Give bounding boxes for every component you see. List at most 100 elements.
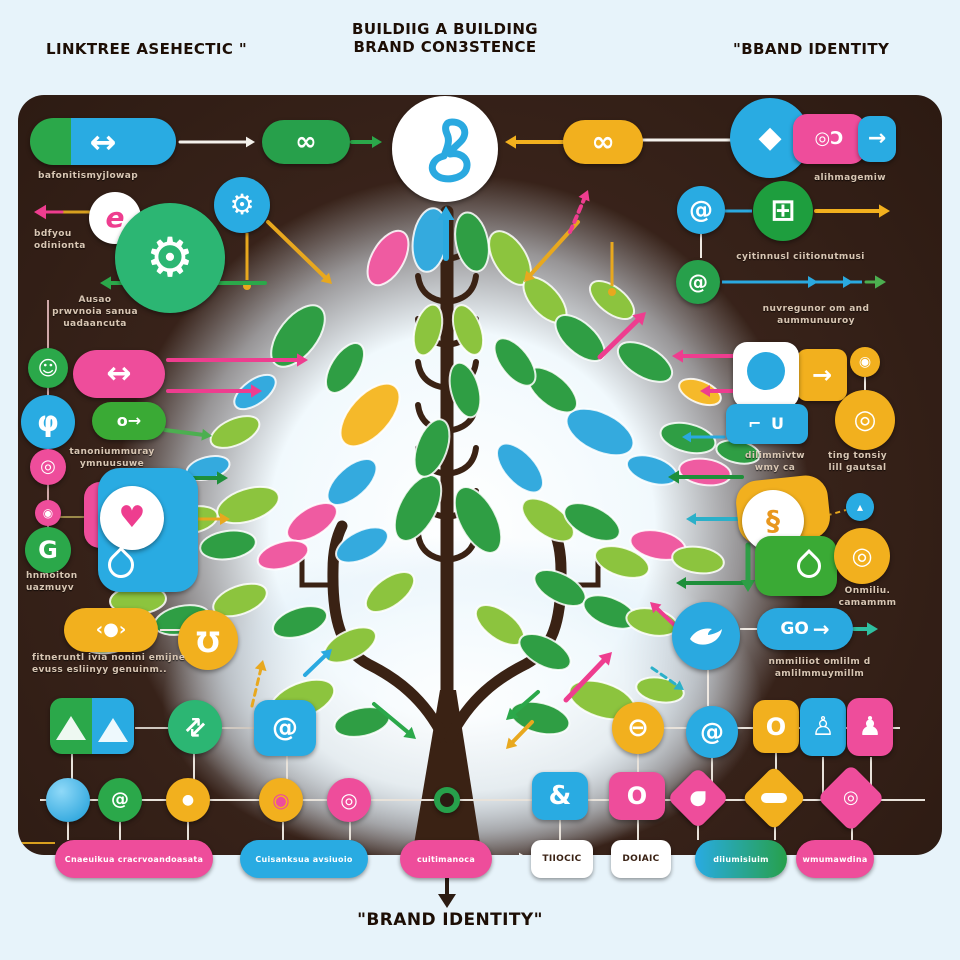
spiral-circle-green: @ (676, 260, 720, 304)
link-icon: ∞ (295, 127, 317, 157)
phi-circle: φ (21, 395, 75, 449)
corner-card-blue: ⌐ U (726, 404, 808, 444)
person-icon: ♟ (858, 712, 882, 742)
swirl-circle-yellow: ◉ (259, 778, 303, 822)
flame-icon (690, 790, 706, 806)
person-icon: ♙ (811, 712, 835, 742)
label-mid-right-2: ting tonsiy lill gautsal (805, 450, 910, 474)
dot-ring-icon: ◉ (42, 506, 54, 520)
label-mid-right-3b: camammm (838, 598, 897, 609)
dot-ring-icon: ◉ (272, 788, 290, 812)
label-top-left-2a: bdfyou (34, 229, 72, 239)
ring-circle-yellow: ◎ (835, 390, 895, 450)
dot-ring-icon: ◉ (858, 354, 872, 370)
diag-arrows-circle: ⇄ (168, 700, 222, 754)
label-bottom-left-1b: evuss esliinyy genuinm.. (32, 665, 167, 676)
go-pill: GO → (757, 608, 853, 650)
spiral-square-blue: @ (254, 700, 316, 756)
dot-ring-circle-pink: ◉ (35, 500, 61, 526)
go-label: GO (780, 618, 809, 639)
label-top-left-3b: prwvnoia sanua (52, 307, 138, 318)
person-square-blue: ♙ (800, 698, 846, 756)
label-mid-left-1a: tanoniummuray (69, 447, 155, 457)
label-mid-right-3a: Onmiliu. (844, 586, 891, 596)
title-bottom: "BRAND IDENTITY" (357, 910, 543, 930)
long-arrow-icon: → (812, 617, 830, 641)
label-mid-left-2a: hnmoiton (26, 571, 78, 581)
title-center-line2: BRAND CON3STENCE (353, 38, 537, 56)
share-icon: § (766, 504, 780, 537)
label-top-right-2: cyitinnusl ciitionutmusi (736, 252, 865, 262)
ribbon-icon: Ω (196, 624, 220, 657)
diamond-icon: ◆ (758, 120, 782, 155)
label-mid-right-2a: ting tonsiy (828, 451, 887, 461)
at-circle-blue: @ (686, 706, 738, 758)
label-top-right-3: nuvregunor om and aummunuuroy (736, 303, 896, 327)
infinity-pill: ∞ (563, 120, 643, 164)
gear-icon: ⚙ (145, 226, 195, 289)
hex-gear-circle: ⚙ (214, 177, 270, 233)
minus-circle-icon: ⊖ (627, 713, 649, 743)
ring-circle-yellow-2: ◎ (834, 528, 890, 584)
flow-pill-4: TIIOCIC (531, 840, 593, 878)
target-pill: ◎Ɔ (793, 114, 865, 164)
label-bottom-right-1b: amlilmmuymillm (774, 669, 865, 680)
title-right: "BBAND IDENTITY (733, 40, 890, 58)
label-mid-right-2b: lill gautsal (828, 463, 887, 474)
letter-o-icon: O (626, 782, 648, 810)
double-arrow-icon: ↔ (89, 122, 117, 161)
minus-circle-yellow: ⊖ (612, 702, 664, 754)
circle-arrow-pill-green: o→ (92, 402, 166, 440)
triangle-icon: ▴ (856, 500, 864, 514)
label-mid-left-2b: uazmuyv (26, 583, 75, 594)
arrow-endcap: → (858, 116, 896, 162)
label-bottom-left-1: fitneruntl ivia nonini emijne evuss esli… (32, 652, 242, 676)
right-arrow-icon: → (867, 126, 887, 151)
circle-arrow-icon: o→ (116, 411, 142, 430)
flow-pill-2: Cuisanksua avsiuoio (240, 840, 368, 878)
flow-pill-7: wmumawdina (796, 840, 874, 878)
label-mid-right-3: Onmiliu. camammm (815, 585, 920, 609)
amp-square-blue: & (532, 772, 588, 820)
chev-pill-yellow: ‹●› (64, 608, 158, 652)
phi-icon: φ (37, 405, 59, 438)
mountains-icon (50, 698, 134, 754)
spiral-icon: @ (688, 270, 708, 294)
label-bottom-right-1: nmmiliiot omlilm d amlilmmuymillm (737, 656, 902, 680)
bird-icon (690, 628, 722, 645)
title-center: BUILDIIG A BUILDING BRAND CON3STENCE (310, 20, 580, 56)
grid-dots-icon: ⊞ (770, 193, 796, 228)
label-top-left-3: Ausao prwvnoia sanua uadaancuta (30, 294, 160, 330)
flow-pill-3: cuitimanoca (400, 840, 492, 878)
label-mid-left-2: hnmoiton uazmuyv (26, 570, 78, 594)
heart-icon: ♥ (118, 500, 146, 535)
swirl-circle-blue: @ (677, 186, 725, 234)
g-mark-icon: G (38, 536, 58, 564)
flow-pill-5: DOIAIC (611, 840, 671, 878)
title-center-line1: BUILDIIG A BUILDING (352, 20, 538, 38)
label-top-left-2: bdfyou odinionta (34, 228, 86, 252)
arrow-square-yellow: → (797, 349, 847, 401)
label-top-left-2b: odinionta (34, 241, 86, 252)
flow-pill-6: diiumisiuim (695, 840, 787, 878)
label-mid-left-1b: ymnuusuwe (79, 459, 145, 470)
e-badge-icon: e (105, 201, 125, 234)
ampersand-icon: & (548, 781, 572, 811)
title-left: LINKTREE ASEHECTIC " (46, 40, 248, 58)
spiral-icon: @ (272, 713, 298, 743)
ring-icon: ◎ (851, 542, 873, 570)
at-swirl-icon: @ (111, 789, 129, 810)
label-mid-left-1: tanoniummuray ymnuusuwe (52, 446, 172, 470)
infinity-icon: ∞ (591, 125, 615, 158)
diag-arrows-icon: ⇄ (177, 709, 213, 745)
heart-circle: ♥ (100, 486, 164, 550)
label-top-right-1: alihmagemiw (814, 173, 886, 183)
droplet-icon (792, 549, 826, 583)
person-square-pink: ♟ (847, 698, 893, 756)
link-pill: ∞ (262, 120, 350, 164)
dot-circle-yellow: ● (166, 778, 210, 822)
ring-icon: ◎ (340, 788, 358, 812)
target-c-icon: ◎Ɔ (814, 128, 844, 149)
swirl-circle-green: @ (98, 778, 142, 822)
